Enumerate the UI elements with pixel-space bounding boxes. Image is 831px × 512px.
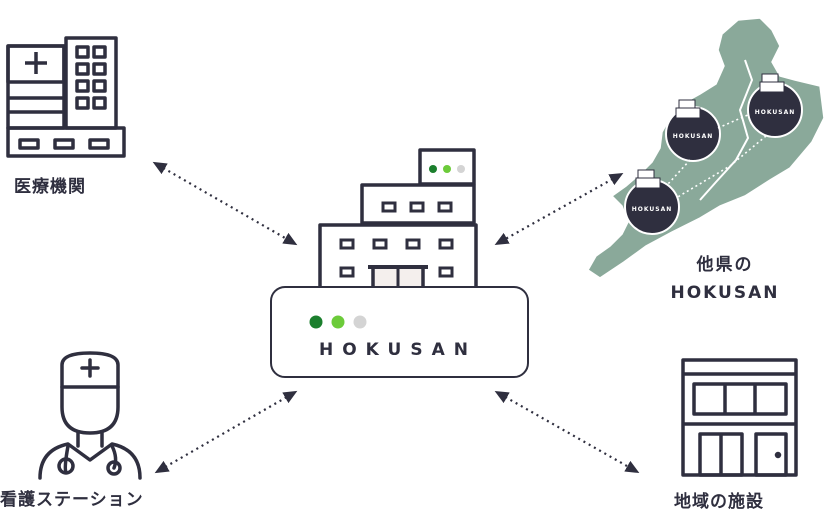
local-facility-label: 地域の施設 bbox=[674, 492, 764, 512]
other-prefecture-line1: 他県の bbox=[696, 255, 754, 275]
nursing-station-label: 看護ステーション bbox=[0, 490, 144, 510]
arrow-facility bbox=[494, 390, 640, 474]
map-marker-1: HOKUSAN bbox=[665, 99, 721, 162]
status-dot-mid bbox=[443, 165, 451, 173]
arrow-nursing bbox=[154, 390, 298, 474]
brand-dot-light bbox=[353, 315, 367, 329]
map-marker-label: HOKUSAN bbox=[632, 206, 673, 213]
arrow-medical bbox=[152, 161, 298, 246]
other-prefecture-label: 他県の HOKUSAN bbox=[650, 251, 800, 307]
map-marker-label: HOKUSAN bbox=[755, 109, 796, 116]
facility-icon bbox=[681, 358, 798, 477]
medical-institution-label: 医療機関 bbox=[14, 177, 86, 197]
hospital-icon bbox=[6, 36, 126, 158]
brand-dot-dark bbox=[309, 315, 323, 329]
map-marker-2: HOKUSAN bbox=[747, 73, 803, 138]
map-marker-label: HOKUSAN bbox=[673, 133, 714, 140]
arrow-other bbox=[494, 172, 624, 246]
map-marker-3: HOKUSAN bbox=[624, 169, 680, 235]
brand-dot-mid bbox=[331, 315, 345, 329]
connector-arrows bbox=[152, 161, 640, 474]
status-dot-dark bbox=[429, 165, 437, 173]
brand-wordmark: HOKUSAN bbox=[319, 340, 477, 360]
hokusan-building-icon bbox=[318, 148, 478, 299]
status-dot-light bbox=[457, 165, 465, 173]
hokusan-card: HOKUSAN bbox=[270, 286, 529, 378]
other-prefecture-line2: HOKUSAN bbox=[670, 283, 780, 303]
map-marker-links bbox=[667, 113, 767, 199]
nurse-icon bbox=[38, 351, 142, 480]
